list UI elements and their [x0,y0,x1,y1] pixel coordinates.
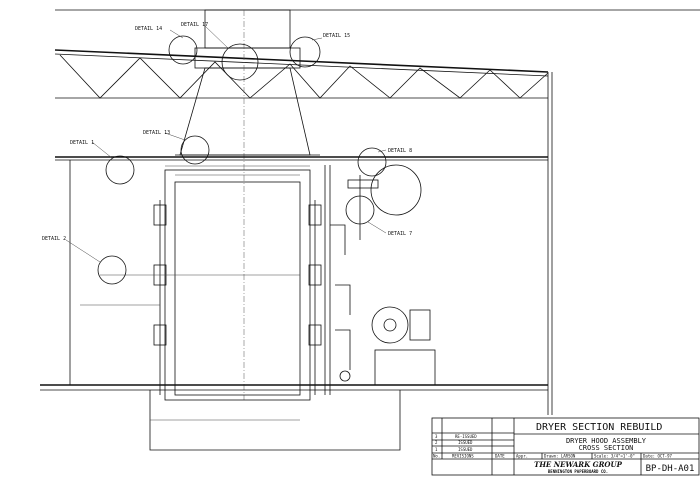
company-name: THE NEWARK GROUP [534,460,623,469]
title-block [431,417,700,476]
rev-header-desc: REVISIONS [452,454,474,459]
project-title: DRYER SECTION REBUILD [536,422,662,433]
date: Date: OCT-97 [643,454,672,459]
rev-1-desc: ISSUED [458,447,473,452]
callout-detail-7: DETAIL 7 [388,231,412,237]
division-name: BENNINGTON PAPERBOARD CO. [548,469,608,474]
callout-detail-13: DETAIL 13 [143,130,170,136]
rev-2-desc: ISSUED [458,440,473,445]
rev-header-no: No. [433,454,440,459]
approved-by: Appr. [516,454,528,459]
drawing-title-2: CROSS SECTION [579,444,634,452]
drawing-number: BP-DH-A01 [646,464,695,474]
detail-circles [65,25,422,285]
rev-1-no: 1 [435,447,438,452]
callout-detail-14: DETAIL 14 [135,26,162,32]
beam [55,156,548,385]
callout-detail-8: DETAIL 8 [388,148,412,154]
drawn-by: Drawn: LARSON [544,454,576,459]
rev-2-no: 2 [435,440,438,445]
roof-truss [54,49,553,415]
callout-detail-15: DETAIL 15 [323,33,350,39]
scale: Scale: 3/4"=1'-0" [594,454,635,459]
hood-assembly [175,9,320,400]
fan-motor [371,306,436,386]
rev-header-date: DATE [495,454,505,459]
dryer-can [80,165,322,401]
rev-3-desc: RE-ISSUED [455,434,477,439]
drawing-title-1: DRYER HOOD ASSEMBLY [566,437,647,445]
rev-3-no: 3 [435,434,438,439]
steam-piping [324,165,379,395]
callout-detail-1: DETAIL 1 [70,140,94,146]
callout-detail-2: DETAIL 2 [42,236,66,242]
floor [40,384,548,451]
callout-detail-17: DETAIL 17 [181,22,208,28]
